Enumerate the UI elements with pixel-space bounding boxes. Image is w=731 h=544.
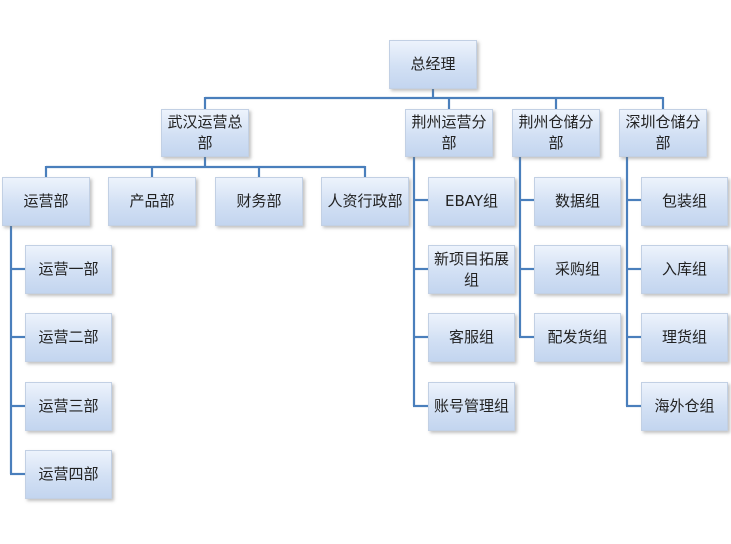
node-label: 数据组 (554, 192, 600, 210)
node-label: 运营四部 (38, 465, 99, 483)
node-label: 人资行政部 (327, 192, 403, 210)
node-account-mgmt-group: 账号管理组 (428, 382, 515, 431)
node-ops-dept: 运营部 (2, 177, 90, 226)
node-hr-admin-dept: 人资行政部 (321, 177, 409, 226)
node-label: 武汉运营总部 (167, 113, 243, 152)
node-purchasing-group: 采购组 (534, 245, 621, 294)
node-label: 新项目拓展组 (433, 249, 509, 289)
node-jingzhou-storage-branch: 荆州仓储分部 (512, 109, 600, 157)
node-shipping-group: 配发货组 (534, 313, 621, 362)
node-jingzhou-ops-branch: 荆州运营分部 (405, 109, 493, 157)
node-label: 总经理 (410, 55, 456, 73)
node-label: 荆州仓储分部 (518, 113, 594, 152)
node-finance-dept: 财务部 (215, 177, 303, 226)
node-label: 入库组 (661, 260, 707, 278)
node-label: 运营部 (23, 192, 69, 210)
node-ops-unit-1: 运营一部 (25, 245, 112, 294)
node-overseas-warehouse-group: 海外仓组 (641, 382, 728, 431)
node-label: 账号管理组 (433, 397, 509, 415)
node-receiving-group: 入库组 (641, 245, 728, 294)
node-new-project-group: 新项目拓展组 (428, 245, 515, 294)
node-ops-unit-3: 运营三部 (25, 382, 112, 431)
node-packing-group: 包装组 (641, 177, 728, 226)
node-label: 深圳仓储分部 (625, 113, 701, 152)
node-label: 运营二部 (38, 328, 99, 346)
node-label: 理货组 (661, 328, 707, 346)
node-label: 配发货组 (547, 328, 608, 346)
node-label: 客服组 (448, 328, 494, 346)
node-label: 荆州运营分部 (411, 113, 487, 152)
node-label: 海外仓组 (654, 397, 715, 415)
node-label: 运营三部 (38, 397, 99, 415)
node-ebay-group: EBAY组 (428, 177, 515, 226)
node-label: 包装组 (661, 192, 707, 210)
node-customer-service-group: 客服组 (428, 313, 515, 362)
node-general-manager: 总经理 (389, 40, 477, 89)
node-label: EBAY组 (444, 192, 499, 210)
node-data-group: 数据组 (534, 177, 621, 226)
node-ops-unit-4: 运营四部 (25, 450, 112, 499)
node-ops-unit-2: 运营二部 (25, 313, 112, 362)
node-label: 采购组 (554, 260, 600, 278)
node-label: 财务部 (236, 192, 282, 210)
node-label: 运营一部 (38, 260, 99, 278)
node-sorting-group: 理货组 (641, 313, 728, 362)
node-shenzhen-storage-branch: 深圳仓储分部 (619, 109, 707, 157)
node-label: 产品部 (129, 192, 175, 210)
node-wuhan-ops-hq: 武汉运营总部 (161, 109, 249, 157)
node-product-dept: 产品部 (108, 177, 196, 226)
